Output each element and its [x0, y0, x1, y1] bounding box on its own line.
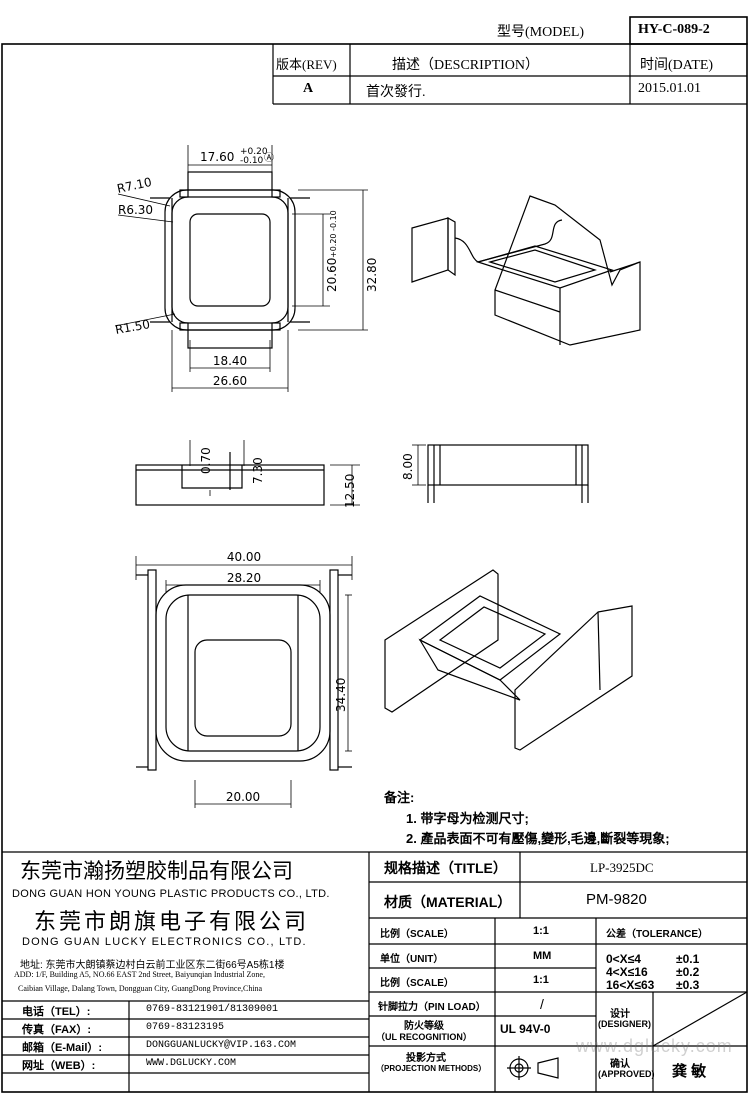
company-en-1: DONG GUAN HON YOUNG PLASTIC PRODUCTS CO.…	[12, 888, 330, 900]
outer-height-label: 32.80	[365, 258, 379, 292]
tel-label: 电话（TEL）:	[22, 1006, 91, 1018]
designer-label-en: (DESIGNER)	[598, 1019, 652, 1029]
slot-width-label: 0.70	[199, 447, 213, 474]
rev-header: 版本(REV)	[276, 57, 337, 72]
model-label: 型号(MODEL)	[497, 25, 585, 40]
material-value: PM-9820	[586, 891, 647, 908]
address-en-2: Caibian Village, Dalang Town, Dongguan C…	[18, 984, 263, 993]
company-cn-2: 东莞市朗旗电子有限公司	[34, 909, 310, 934]
radius-7-10: R7.10	[116, 175, 153, 196]
web-link[interactable]: WWW.DGLUCKY.COM	[146, 1058, 237, 1069]
company-cn-1: 东莞市瀚扬塑胶制品有限公司	[20, 859, 293, 883]
designer-label-cn: 设计	[610, 1009, 630, 1020]
top-view-dimensions	[114, 145, 368, 392]
unit-value: MM	[533, 950, 552, 962]
projection-label-en: （PROJECTION METHODS）	[376, 1064, 487, 1073]
side-view	[135, 452, 325, 506]
iso-view-bottom	[384, 569, 633, 751]
width-20-label: 20.00	[226, 790, 260, 804]
drawing-frame	[1, 43, 748, 1093]
width-28-20-label: 28.20	[227, 571, 261, 585]
date-value: 2015.01.01	[638, 81, 701, 96]
side-view-2	[427, 444, 589, 503]
bottom-view-dimensions	[135, 556, 353, 808]
inner-height-tol: +0.20 -0.10	[329, 210, 338, 258]
pin-load-label: 针脚拉力（PIN LOAD）	[378, 1002, 486, 1013]
date-header: 时间(DATE)	[640, 58, 714, 73]
approved-value: 龚 敏	[672, 1063, 707, 1080]
watermark: www.dglucky.com	[576, 1036, 733, 1056]
tolerance-value-2: ±0.2	[676, 965, 700, 979]
top-tol-minus: -0.10	[240, 156, 264, 166]
web-label: 网址（WEB）:	[22, 1060, 96, 1072]
radius-6-30: R6.30	[118, 203, 153, 217]
revision-table-lines	[272, 44, 747, 105]
projection-symbol	[507, 1056, 559, 1080]
desc-header: 描述（DESCRIPTION）	[392, 58, 540, 73]
width-26-60: 26.60	[213, 374, 247, 388]
top-tol-plus: +0.20	[240, 147, 268, 157]
iso-view-top	[411, 195, 641, 346]
tel-value: 0769-83121901/81309001	[146, 1004, 279, 1015]
address-en-1: ADD: 1/F, Building A5, NO.66 EAST 2nd St…	[14, 970, 265, 979]
width-40-label: 40.00	[227, 550, 261, 564]
scale2-label: 比例（SCALE）	[380, 978, 454, 989]
model-value: HY-C-089-2	[638, 22, 710, 37]
title-block-lines	[2, 851, 748, 1092]
address-cn: 地址: 东莞市大朗镇蔡边村白云前工业区东二街66号A5栋1楼	[20, 960, 285, 971]
scale2-value: 1:1	[533, 974, 549, 986]
tolerance-range-1: 0<X≤4	[606, 952, 641, 966]
company-en-2: DONG GUAN LUCKY ELECTRONICS CO., LTD.	[22, 936, 307, 948]
fax-label: 传真（FAX）:	[22, 1024, 92, 1036]
tolerance-range-2: 4<X≤16	[606, 965, 648, 979]
pin-load-value: /	[540, 996, 544, 1012]
mail-label: 邮箱（E-Mail）:	[22, 1042, 103, 1054]
model-box	[629, 16, 748, 45]
fax-value: 0769-83123195	[146, 1022, 225, 1033]
notes-title: 备注:	[384, 790, 415, 805]
tolerance-value-3: ±0.3	[676, 978, 700, 992]
rev-value: A	[303, 81, 314, 96]
projection-label-cn: 投影方式	[406, 1053, 446, 1064]
slot-height-label: 7.30	[251, 457, 265, 484]
material-label: 材质（MATERIAL）	[384, 894, 512, 910]
width-18-40: 18.40	[213, 354, 247, 368]
top-width-label: 17.60	[200, 150, 234, 164]
radius-1-50: R1.50	[114, 317, 151, 337]
side-view-2-dimensions	[412, 444, 426, 486]
note-1: 1. 带字母为检测尺寸;	[406, 811, 529, 826]
scale-value: 1:1	[533, 925, 549, 937]
title-value: LP-3925DC	[590, 860, 654, 875]
ul-label-cn: 防火等级	[404, 1021, 444, 1032]
side-height-8-label: 8.00	[401, 453, 415, 480]
approved-label-cn: 确认	[610, 1059, 630, 1070]
tolerance-range-3: 16<X≤63	[606, 978, 655, 992]
ul-value: UL 94V-0	[500, 1022, 551, 1036]
scale-label: 比例（SCALE）	[380, 929, 454, 940]
mail-link[interactable]: DONGGUANLUCKY@VIP.163.COM	[146, 1040, 297, 1051]
height-34-40-label: 34.40	[334, 678, 348, 712]
tolerance-label: 公差（TOLERANCE）	[606, 929, 709, 940]
bottom-view	[136, 569, 352, 771]
side-view-dimensions	[189, 440, 360, 506]
desc-value: 首次發行.	[366, 85, 426, 100]
top-view	[150, 171, 310, 349]
tolerance-value-1: ±0.1	[676, 952, 700, 966]
side-height-label: 12.50	[343, 474, 357, 508]
title-label: 规格描述（TITLE）	[384, 860, 507, 876]
circle-a-mark: Ⓐ	[264, 152, 274, 164]
approved-label-en: (APPROVED)	[598, 1069, 655, 1079]
note-2: 2. 產品表面不可有壓傷,變形,毛邊,斷裂等現象;	[406, 831, 670, 846]
inner-height-label: 20.60	[325, 258, 339, 292]
unit-label: 单位（UNIT）	[380, 954, 444, 965]
ul-label-en: （UL RECOGNITION）	[376, 1032, 472, 1042]
